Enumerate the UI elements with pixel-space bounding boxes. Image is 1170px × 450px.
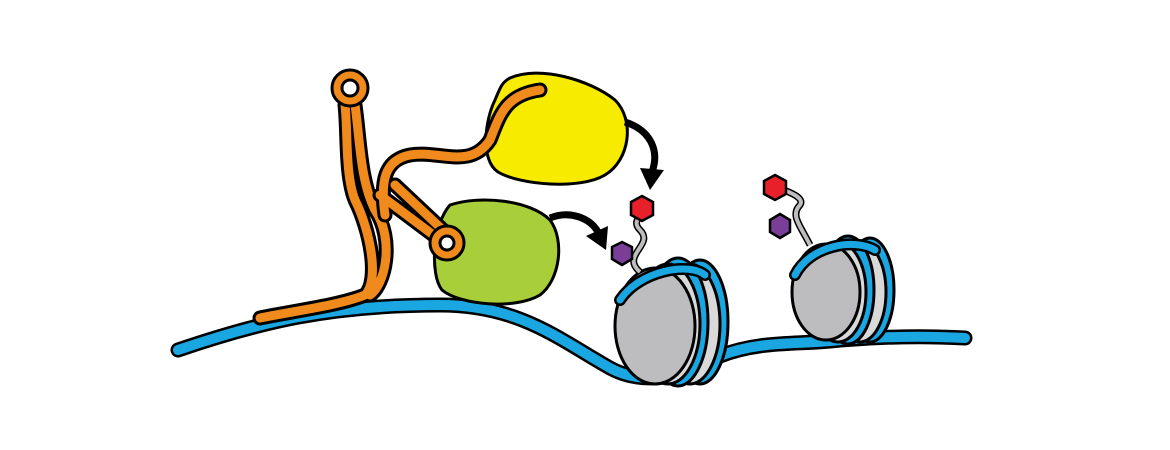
arrow-1 [623,118,664,190]
rna-strand [252,68,548,326]
red-mark-2 [762,173,788,202]
arrow-2 [548,211,608,250]
histone-marks [610,173,814,275]
green-protein [432,198,561,306]
purple-mark-1 [610,240,634,267]
yellow-protein [484,71,629,186]
nucleosome-2 [789,234,896,346]
red-mark-1 [629,194,655,223]
purple-mark-2 [768,212,792,240]
nucleosome-1 [613,256,730,388]
